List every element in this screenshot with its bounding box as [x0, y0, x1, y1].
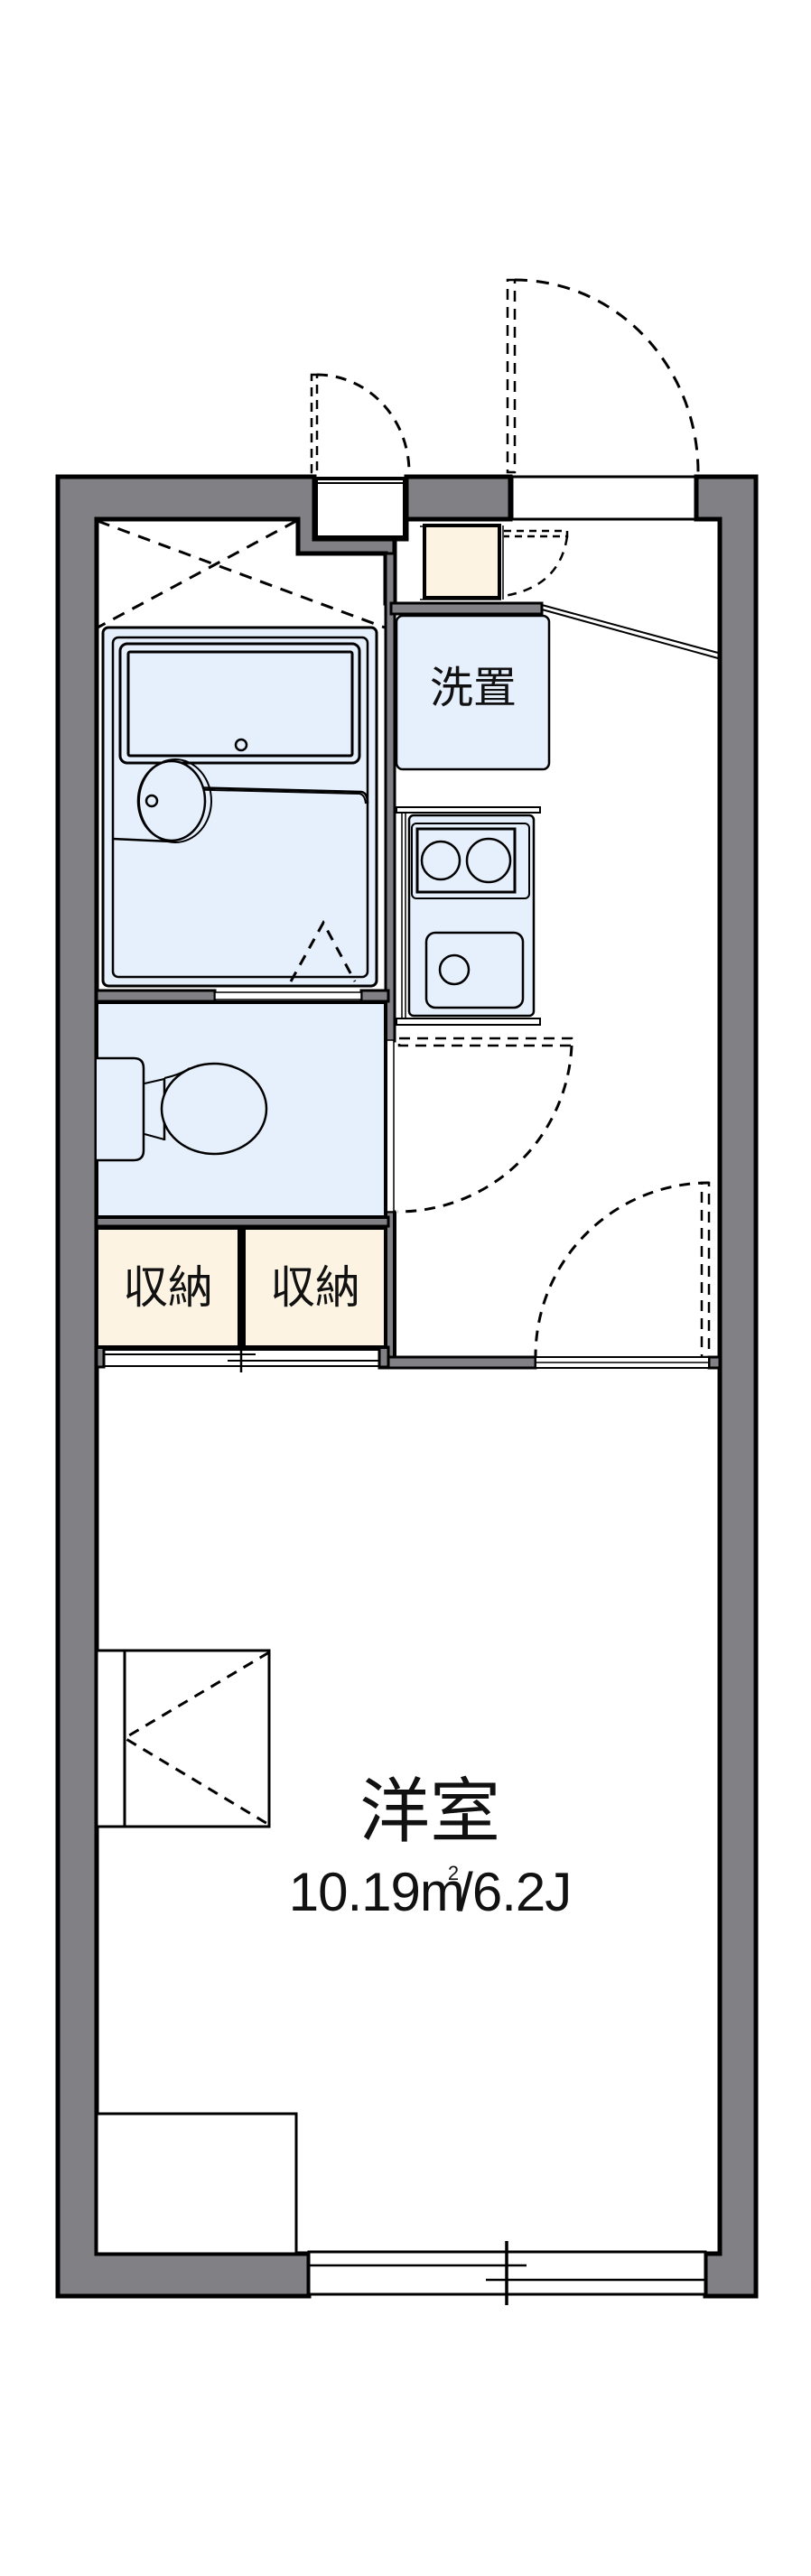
floor-drain-mark	[289, 919, 357, 982]
storage-units	[95, 1226, 387, 1349]
small-door-swing	[316, 373, 411, 473]
toilet-room	[95, 1000, 387, 1219]
western-room-label: 洋室	[359, 1772, 500, 1853]
toilet-bowl	[160, 1062, 268, 1156]
sink-drain-icon	[438, 953, 471, 986]
toilet-door-swing	[396, 1045, 573, 1214]
kitchen-sink	[424, 931, 525, 1009]
cabinet	[95, 2112, 298, 2255]
shoe-cabinet-edge-1	[541, 604, 719, 654]
kitchen	[393, 524, 719, 1369]
room-door-swing	[534, 1181, 710, 1358]
meter-box	[423, 524, 501, 600]
toilet-tank	[97, 1056, 145, 1162]
area-jou: /6.2J	[458, 1862, 572, 1922]
balcony-window	[307, 2241, 707, 2305]
entrance-opening	[510, 475, 697, 521]
burner-right-icon	[465, 837, 512, 884]
storage-2	[242, 1226, 387, 1349]
closet	[95, 1649, 271, 1828]
exterior-doors	[310, 278, 700, 474]
ceiling-x-line-2	[97, 519, 297, 629]
area-value: 10.19m	[288, 1862, 465, 1922]
washer-space	[395, 614, 551, 771]
area-unit-superscript: 2	[447, 1862, 459, 1884]
storage-1	[95, 1226, 241, 1349]
ceiling-x-line-1	[97, 519, 386, 629]
burner-left-icon	[420, 840, 461, 881]
basin-drain-icon	[144, 794, 159, 808]
tub-drain-icon	[234, 738, 248, 752]
toilet-door-opening	[386, 1039, 395, 1213]
shoe-cabinet-edge-2	[541, 609, 719, 659]
bathroom	[97, 519, 386, 988]
storage-2-label: 収納	[270, 1261, 360, 1314]
washer-space-label: 洗置	[429, 663, 517, 713]
storage-1-label: 収納	[123, 1261, 213, 1314]
western-room	[95, 1649, 298, 2255]
bath-door-opening	[214, 991, 362, 1000]
entrance-door-swing	[514, 278, 700, 473]
storage-sliding-doors	[104, 1347, 379, 1372]
western-room-area: 10.19m2/6.2J	[249, 1864, 611, 1920]
small-opening	[314, 477, 406, 539]
